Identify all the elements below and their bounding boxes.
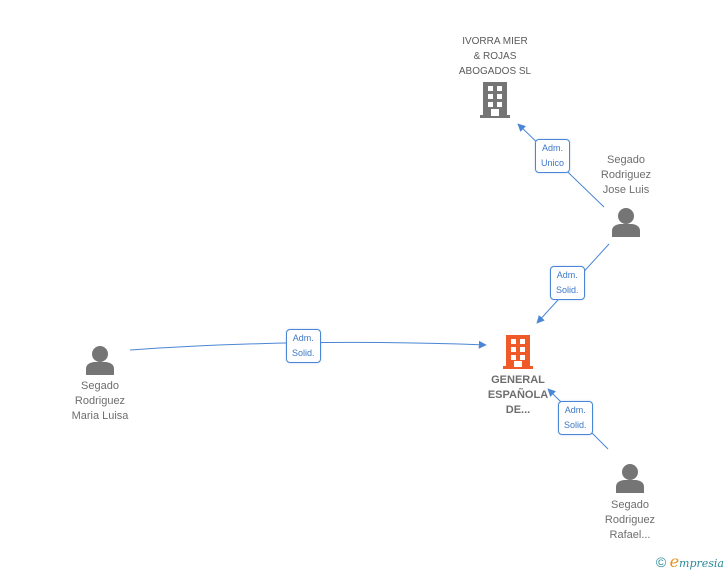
edge-label-line: Solid. bbox=[292, 348, 315, 358]
edge-label-line: Solid. bbox=[556, 285, 579, 295]
building-icon bbox=[503, 335, 533, 369]
node-general-espanola[interactable]: GENERAL ESPAÑOLA DE... bbox=[478, 335, 558, 418]
label-line: ESPAÑOLA bbox=[487, 389, 549, 401]
label-line: Segado bbox=[611, 499, 649, 511]
node-label: Segado Rodriguez Maria Luisa bbox=[58, 379, 142, 424]
label-line: Jose Luis bbox=[602, 184, 650, 196]
edge-label-line: Adm. bbox=[564, 405, 586, 415]
person-icon bbox=[86, 346, 114, 375]
label-line: Rodriguez bbox=[600, 169, 652, 181]
edge-label-line: Adm. bbox=[556, 270, 578, 280]
person-icon bbox=[616, 464, 644, 493]
node-segado-rodriguez-rafael[interactable]: Segado Rodriguez Rafael... bbox=[588, 463, 672, 543]
edge-label-line: Unico bbox=[541, 158, 565, 168]
node-ivorra-mier-rojas[interactable]: IVORRA MIER & ROJAS ABOGADOS SL bbox=[440, 34, 550, 118]
node-label: Segado Rodriguez Jose Luis bbox=[586, 153, 666, 198]
label-line: Rafael... bbox=[609, 529, 651, 541]
label-line: Rodriguez bbox=[604, 514, 656, 526]
label-line: Segado bbox=[81, 380, 119, 392]
label-line: DE... bbox=[505, 404, 531, 416]
label-line: Segado bbox=[607, 154, 645, 166]
label-line: Rodriguez bbox=[74, 395, 126, 407]
label-line: IVORRA MIER bbox=[462, 36, 528, 47]
label-line: ABOGADOS SL bbox=[458, 66, 532, 77]
edge-label-adm-unico[interactable]: Adm. Unico bbox=[535, 139, 571, 173]
node-label: Segado Rodriguez Rafael... bbox=[588, 498, 672, 543]
label-line: GENERAL bbox=[491, 374, 545, 386]
node-segado-rodriguez-jose-luis[interactable]: Segado Rodriguez Jose Luis bbox=[586, 153, 666, 237]
edge-label-adm-solid-jose-luis[interactable]: Adm. Solid. bbox=[550, 266, 585, 300]
label-line: Maria Luisa bbox=[71, 410, 129, 422]
edge-label-line: Adm. bbox=[292, 333, 314, 343]
edge-label-adm-solid-maria-luisa[interactable]: Adm. Solid. bbox=[286, 329, 321, 363]
copyright-icon: © bbox=[655, 554, 667, 570]
node-label: GENERAL ESPAÑOLA DE... bbox=[478, 373, 558, 418]
edge-label-line: Solid. bbox=[564, 420, 587, 430]
node-label: IVORRA MIER & ROJAS ABOGADOS SL bbox=[440, 34, 550, 79]
empresia-brand[interactable]: © empresia bbox=[656, 552, 724, 571]
edge-label-line: Adm. bbox=[542, 143, 564, 153]
building-icon bbox=[480, 82, 510, 118]
brand-name: mpresia bbox=[679, 557, 724, 570]
node-segado-rodriguez-maria-luisa[interactable]: Segado Rodriguez Maria Luisa bbox=[58, 345, 142, 424]
label-line: & ROJAS bbox=[473, 51, 517, 62]
edge-label-adm-solid-rafael[interactable]: Adm. Solid. bbox=[558, 401, 593, 435]
brand-initial: e bbox=[669, 552, 680, 571]
person-icon bbox=[612, 208, 640, 237]
